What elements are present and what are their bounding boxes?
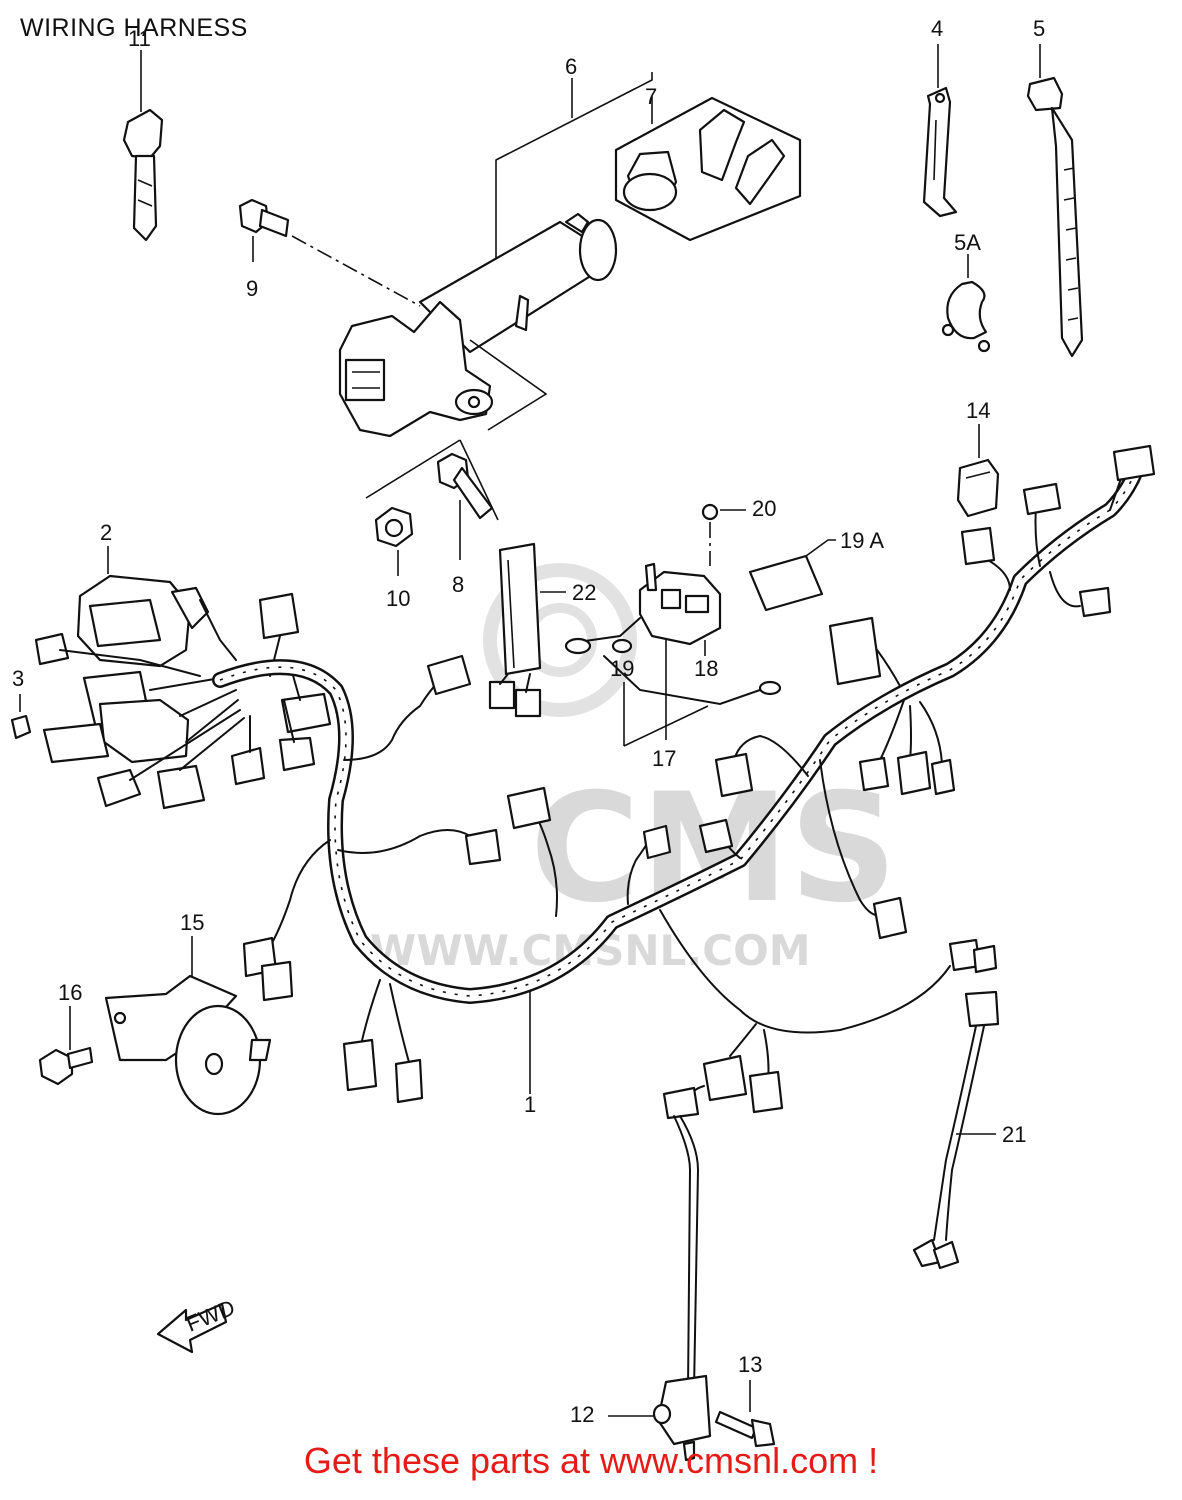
part-cable-tie xyxy=(1026,44,1084,358)
part-key xyxy=(122,50,164,242)
callout-6: 6 xyxy=(565,54,577,79)
callout-10: 10 xyxy=(386,586,410,611)
callout-20: 20 xyxy=(752,496,776,521)
callout-19: 19 xyxy=(610,656,634,681)
callout-11: 11 xyxy=(128,26,151,51)
callout-9: 9 xyxy=(246,276,258,301)
page-title: WIRING HARNESS xyxy=(20,14,248,42)
part-clip xyxy=(941,254,991,353)
callout-1: 1 xyxy=(524,1092,536,1117)
part-relay-18 xyxy=(564,562,782,747)
part-bag-22 xyxy=(488,542,566,718)
part-4 xyxy=(922,44,958,218)
callout-18: 18 xyxy=(694,656,718,681)
callout-13: 13 xyxy=(738,1352,762,1377)
callout-19a: 19 A xyxy=(840,528,884,553)
part-screw-20 xyxy=(701,503,746,566)
callout-14: 14 xyxy=(966,398,990,423)
part-bolt-13 xyxy=(714,1380,776,1448)
part-main-harness xyxy=(212,444,1156,1120)
part-nut-10 xyxy=(374,506,414,576)
callout-17: 17 xyxy=(652,746,676,771)
part-12-sensor xyxy=(608,1115,712,1462)
part-14 xyxy=(956,424,1000,518)
part-pad-19a xyxy=(748,539,836,612)
part-2-cluster xyxy=(34,546,332,810)
part-horn-15 xyxy=(104,936,272,1116)
callout-22: 22 xyxy=(572,580,596,605)
part-21 xyxy=(912,990,1000,1270)
callout-8: 8 xyxy=(452,572,464,597)
callout-21: 21 xyxy=(1002,1122,1026,1147)
callout-2: 2 xyxy=(100,520,112,545)
part-bolt-16 xyxy=(38,1006,94,1086)
part-bolt-9 xyxy=(238,198,421,307)
callout-5: 5 xyxy=(1033,16,1045,41)
callout-12: 12 xyxy=(570,1402,594,1427)
callout-15: 15 xyxy=(180,910,204,935)
callout-3: 3 xyxy=(12,666,24,691)
fwd-arrow: FWD xyxy=(156,1295,238,1354)
part-bracket-7 xyxy=(614,96,802,242)
part-3 xyxy=(10,694,32,740)
footer-link-text[interactable]: Get these parts at www.cmsnl.com ! xyxy=(303,1440,879,1481)
part-ignition-switch xyxy=(338,72,653,521)
callout-4: 4 xyxy=(931,16,943,41)
part-bolt-8 xyxy=(436,452,494,560)
callout-16: 16 xyxy=(58,980,82,1005)
callout-labels: 1 2 3 4 5 5A 6 7 8 9 10 11 12 13 14 15 1… xyxy=(12,16,1045,1427)
callout-7: 7 xyxy=(645,84,657,109)
callout-5a: 5A xyxy=(954,230,981,255)
